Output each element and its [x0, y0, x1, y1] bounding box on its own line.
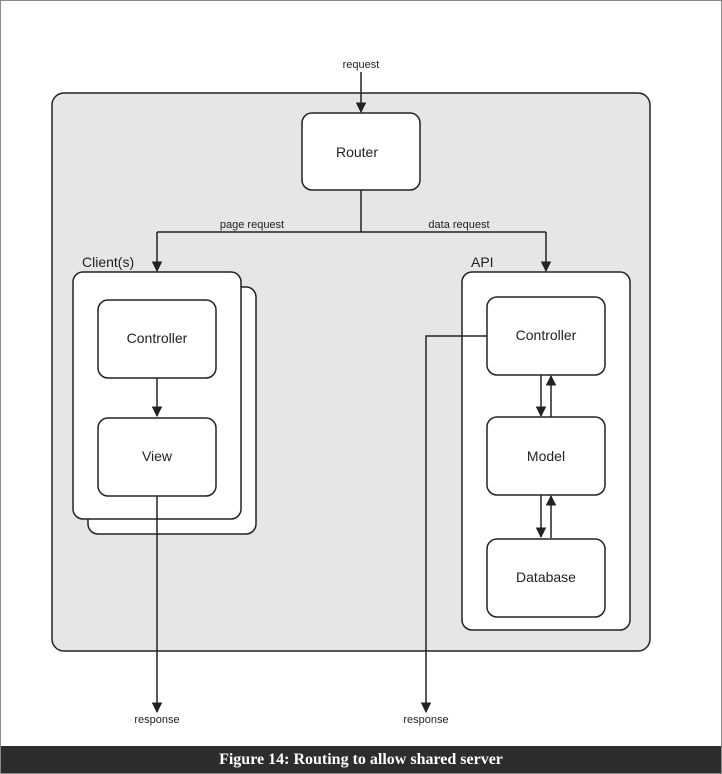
- request-label: request: [343, 59, 380, 71]
- client-controller-label: Controller: [127, 330, 188, 346]
- api-response-arrow: [420, 335, 487, 714]
- data-request-label: data request: [428, 219, 489, 231]
- client-response-label: response: [134, 714, 179, 726]
- view-label: View: [142, 448, 173, 464]
- database-label: Database: [516, 569, 576, 585]
- api-response-label: response: [403, 714, 448, 726]
- figure-caption: Figure 14: Routing to allow shared serve…: [1, 746, 721, 773]
- database-node: [486, 538, 606, 618]
- model-label: Model: [527, 448, 565, 464]
- api-group-label: API: [471, 254, 494, 270]
- clients-group-label: Client(s): [82, 254, 134, 270]
- routing-diagram: request Router page request data request…: [51, 59, 651, 726]
- page-request-label: page request: [220, 219, 284, 231]
- api-controller-label: Controller: [516, 327, 577, 343]
- router-label: Router: [336, 144, 378, 160]
